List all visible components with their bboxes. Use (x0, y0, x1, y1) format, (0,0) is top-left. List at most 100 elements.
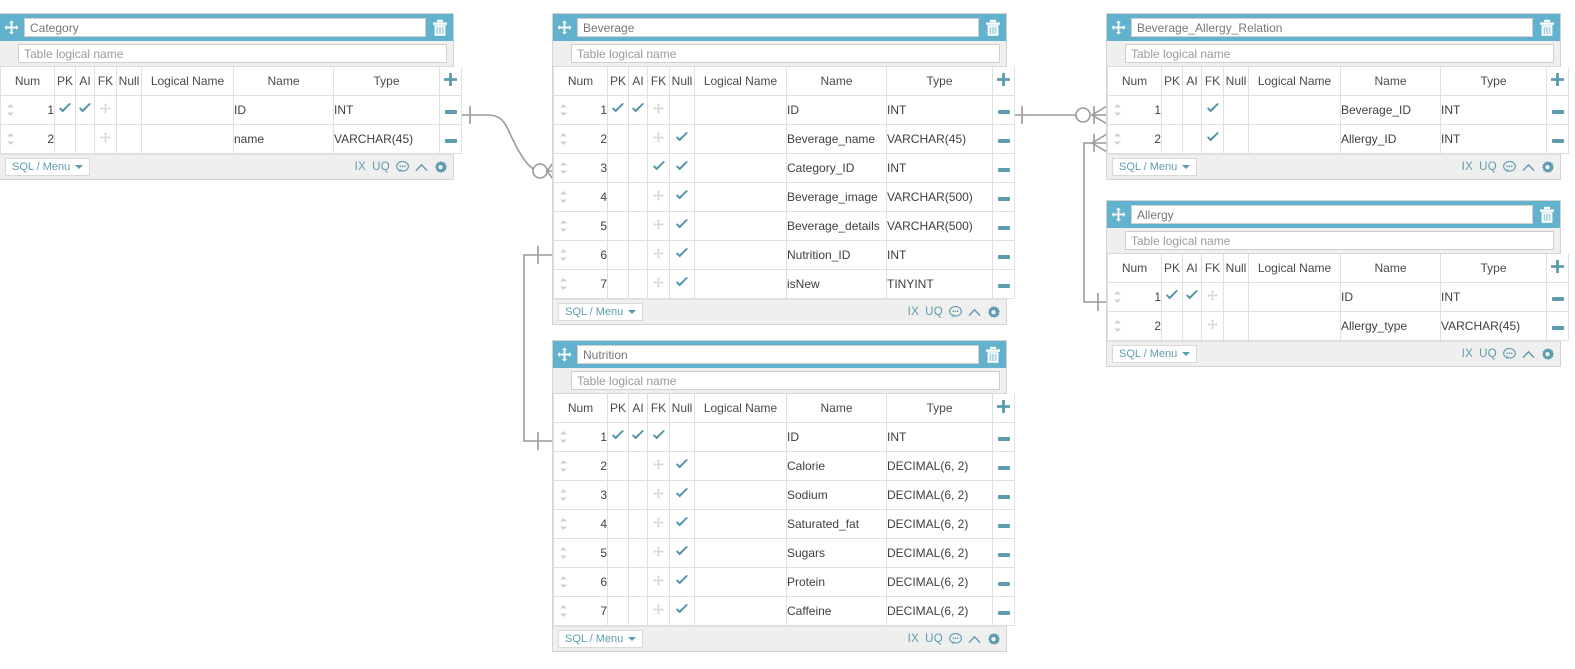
row-logical-name-cell[interactable] (141, 95, 234, 125)
row-null-cell[interactable] (669, 538, 695, 568)
remove-column-button[interactable] (992, 422, 1015, 452)
row-pk-cell[interactable] (607, 182, 629, 212)
row-ai-cell[interactable] (1182, 311, 1202, 341)
row-ai-cell[interactable] (628, 269, 648, 299)
row-null-cell[interactable] (116, 124, 142, 154)
row-type-cell[interactable]: INT (1440, 282, 1547, 312)
row-ai-cell[interactable] (628, 480, 648, 510)
row-name-cell[interactable]: Calorie (786, 451, 887, 481)
row-pk-cell[interactable] (607, 211, 629, 241)
row-pk-cell[interactable] (607, 153, 629, 183)
row-pk-cell[interactable] (607, 240, 629, 270)
row-num-cell[interactable]: 5 (553, 538, 608, 568)
row-num-cell[interactable]: 1 (553, 95, 608, 125)
row-null-cell[interactable] (669, 567, 695, 597)
table-header-nutrition[interactable]: Nutrition (553, 341, 1006, 368)
row-fk-cell[interactable] (1201, 311, 1224, 341)
row-type-cell[interactable]: DECIMAL(6, 2) (886, 567, 993, 597)
row-name-cell[interactable]: ID (786, 422, 887, 452)
row-name-cell[interactable]: Caffeine (786, 596, 887, 626)
comment-icon[interactable] (1503, 348, 1516, 360)
comment-icon[interactable] (396, 161, 409, 173)
row-null-cell[interactable] (1223, 311, 1249, 341)
row-num-cell[interactable]: 1 (553, 422, 608, 452)
row-fk-cell[interactable] (647, 182, 670, 212)
table-header-category[interactable]: Category (0, 14, 453, 41)
row-pk-cell[interactable] (1161, 311, 1183, 341)
add-column-button[interactable] (992, 394, 1015, 423)
row-type-cell[interactable]: VARCHAR(45) (1440, 311, 1547, 341)
delete-table-icon[interactable] (985, 19, 1001, 37)
row-ai-cell[interactable] (1182, 124, 1202, 154)
add-column-button[interactable] (439, 67, 462, 96)
row-name-cell[interactable]: Protein (786, 567, 887, 597)
row-null-cell[interactable] (669, 153, 695, 183)
row-pk-cell[interactable] (1161, 124, 1183, 154)
move-handle-icon[interactable] (4, 20, 19, 35)
row-type-cell[interactable]: INT (886, 153, 993, 183)
row-logical-name-cell[interactable] (694, 153, 787, 183)
row-ai-cell[interactable] (628, 538, 648, 568)
row-num-cell[interactable]: 2 (0, 124, 55, 154)
row-name-cell[interactable]: isNew (786, 269, 887, 299)
row-type-cell[interactable]: INT (886, 240, 993, 270)
row-pk-cell[interactable] (54, 95, 76, 125)
remove-column-button[interactable] (992, 567, 1015, 597)
row-type-cell[interactable]: VARCHAR(45) (886, 124, 993, 154)
row-num-cell[interactable]: 4 (553, 509, 608, 539)
chevron-up-icon[interactable] (968, 635, 981, 644)
row-type-cell[interactable]: DECIMAL(6, 2) (886, 538, 993, 568)
row-type-cell[interactable]: INT (1440, 124, 1547, 154)
row-ai-cell[interactable] (75, 124, 95, 154)
remove-column-button[interactable] (992, 153, 1015, 183)
row-name-cell[interactable]: Saturated_fat (786, 509, 887, 539)
row-fk-cell[interactable] (647, 596, 670, 626)
row-num-cell[interactable]: 6 (553, 240, 608, 270)
remove-column-button[interactable] (1546, 95, 1569, 125)
unique-uq-button[interactable]: UQ (925, 633, 943, 645)
delete-table-icon[interactable] (1539, 206, 1555, 224)
table-header-allergy[interactable]: Allergy (1107, 201, 1560, 228)
row-ai-cell[interactable] (628, 422, 648, 452)
delete-table-icon[interactable] (985, 346, 1001, 364)
row-logical-name-cell[interactable] (694, 538, 787, 568)
remove-column-button[interactable] (992, 182, 1015, 212)
row-num-cell[interactable]: 3 (553, 480, 608, 510)
row-fk-cell[interactable] (1201, 124, 1224, 154)
row-fk-cell[interactable] (647, 124, 670, 154)
row-num-cell[interactable]: 2 (553, 451, 608, 481)
unique-uq-button[interactable]: UQ (1479, 348, 1497, 360)
table-logical-name-input[interactable]: Table logical name (18, 44, 447, 63)
move-handle-icon[interactable] (1111, 207, 1126, 222)
row-null-cell[interactable] (669, 240, 695, 270)
remove-column-button[interactable] (992, 451, 1015, 481)
delete-table-icon[interactable] (1539, 19, 1555, 37)
row-type-cell[interactable]: VARCHAR(500) (886, 182, 993, 212)
chevron-up-icon[interactable] (968, 308, 981, 317)
row-ai-cell[interactable] (628, 240, 648, 270)
table-logical-name-input[interactable]: Table logical name (1125, 231, 1554, 250)
remove-column-button[interactable] (1546, 282, 1569, 312)
row-name-cell[interactable]: ID (1340, 282, 1441, 312)
add-column-button[interactable] (1546, 254, 1569, 283)
remove-column-button[interactable] (992, 538, 1015, 568)
row-name-cell[interactable]: Allergy_type (1340, 311, 1441, 341)
remove-column-button[interactable] (992, 509, 1015, 539)
table-logical-name-input[interactable]: Table logical name (571, 371, 1000, 390)
comment-icon[interactable] (949, 633, 962, 645)
row-ai-cell[interactable] (628, 596, 648, 626)
row-ai-cell[interactable] (1182, 95, 1202, 125)
row-name-cell[interactable]: Beverage_ID (1340, 95, 1441, 125)
row-pk-cell[interactable] (607, 422, 629, 452)
